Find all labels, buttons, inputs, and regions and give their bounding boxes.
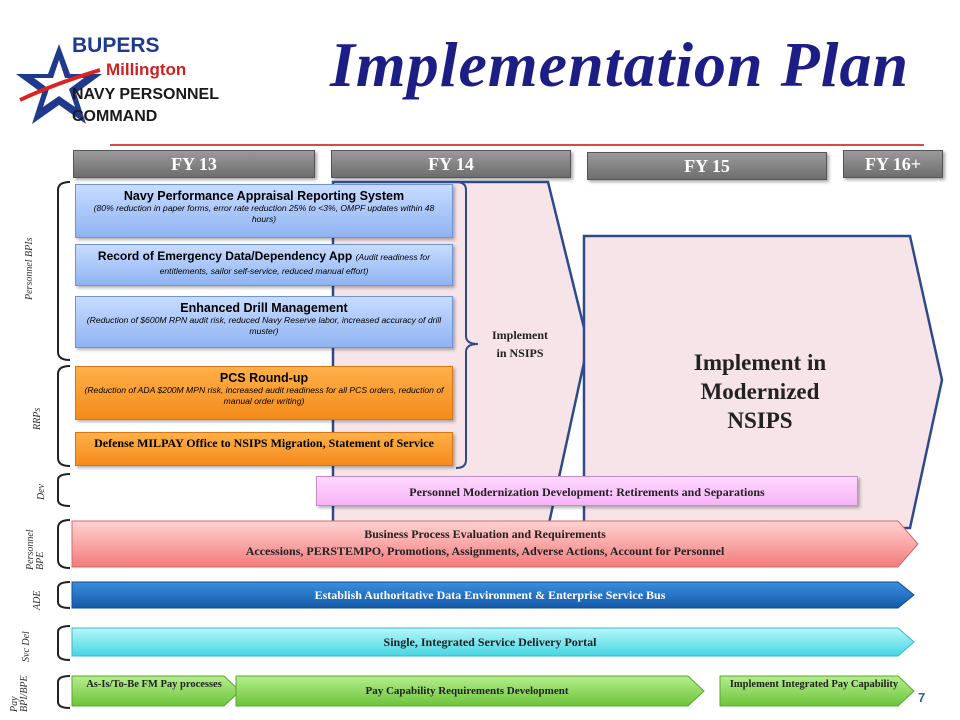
bracket-implement <box>455 181 479 469</box>
title-divider <box>110 144 924 146</box>
implement-modernized-label: Implement in Modernized NSIPS <box>640 348 880 435</box>
implement-mod-line3: NSIPS <box>727 408 793 433</box>
red-box: Record of Emergency Data/Dependency App … <box>75 244 453 286</box>
defense-title: Defense MILPAY Office to NSIPS Migration… <box>94 436 434 450</box>
pay1-bar-text: As-Is/To-Be FM Pay processes <box>86 679 222 690</box>
bpe-line2: Accessions, PERSTEMPO, Promotions, Assig… <box>245 544 725 558</box>
page-number: 7 <box>918 690 926 705</box>
bracket-pay <box>57 675 71 709</box>
npars-box: Navy Performance Appraisal Reporting Sys… <box>75 184 453 238</box>
bracket-dev <box>57 473 71 507</box>
bracket-svc <box>57 625 71 661</box>
logo-line-bupers: BUPERS <box>72 34 160 57</box>
ade-arrow <box>71 581 915 609</box>
logo-line-millington: Millington <box>106 60 187 79</box>
ade-bar-text: Establish Authoritative Data Environment… <box>314 588 666 602</box>
page-title: Implementation Plan <box>330 29 910 100</box>
implement-nsips-line2: in NSIPS <box>496 346 544 360</box>
implement-nsips-line1: Implement <box>492 328 548 342</box>
red-title: Record of Emergency Data/Dependency App <box>97 249 353 263</box>
logo-line-navy-personnel: NAVY PERSONNEL <box>72 86 219 103</box>
fy13-header: FY 13 <box>73 150 315 178</box>
implement-mod-line2: Modernized <box>700 379 820 404</box>
bracket-bpe <box>57 519 71 569</box>
pay3-arrow <box>719 675 915 707</box>
svc-arrow <box>71 627 915 657</box>
pay1-arrow <box>71 675 241 707</box>
red-sub-inline: (Audit readiness for entitlements, sailo… <box>159 252 431 276</box>
bpe-bar-text: Business Process Evaluation and Requirem… <box>72 526 898 560</box>
logo: BUPERS Millington NAVY PERSONNEL COMMAND <box>14 30 219 140</box>
fy16-header: FY 16+ <box>843 150 943 178</box>
pcs-sub: (Reduction of ADA $200M MPN risk, increa… <box>84 385 444 406</box>
bracket-ade <box>57 581 71 609</box>
fy14-header: FY 14 <box>331 150 571 178</box>
bracket-personnel-bpis <box>57 181 71 361</box>
bracket-rrps <box>57 365 71 467</box>
bpe-line1: Business Process Evaluation and Requirem… <box>364 527 606 541</box>
npars-title: Navy Performance Appraisal Reporting Sys… <box>123 189 405 203</box>
bpe-arrow <box>71 520 919 568</box>
implement-nsips-label: Implement in NSIPS <box>470 326 570 362</box>
edm-sub: (Reduction of $600M RPN audit risk, redu… <box>86 315 442 336</box>
star-icon <box>16 44 102 124</box>
npars-sub: (80% reduction in paper forms, error rat… <box>93 203 435 224</box>
pcs-title: PCS Round-up <box>219 371 309 385</box>
pay2-bar-text: Pay Capability Requirements Development <box>365 685 569 697</box>
logo-line-command: COMMAND <box>72 108 158 125</box>
dev-bar: Personnel Modernization Development: Ret… <box>316 476 858 506</box>
fy15-header: FY 15 <box>587 152 827 180</box>
pay2-arrow <box>235 675 705 707</box>
pay3-bar-text: Implement Integrated Pay Capability <box>729 679 899 690</box>
edm-box: Enhanced Drill Management (Reduction of … <box>75 296 453 348</box>
edm-title: Enhanced Drill Management <box>180 301 348 315</box>
defense-box: Defense MILPAY Office to NSIPS Migration… <box>75 432 453 466</box>
pcs-box: PCS Round-up (Reduction of ADA $200M MPN… <box>75 366 453 420</box>
svc-bar-text: Single, Integrated Service Delivery Port… <box>383 635 597 649</box>
implement-mod-line1: Implement in <box>693 350 827 375</box>
